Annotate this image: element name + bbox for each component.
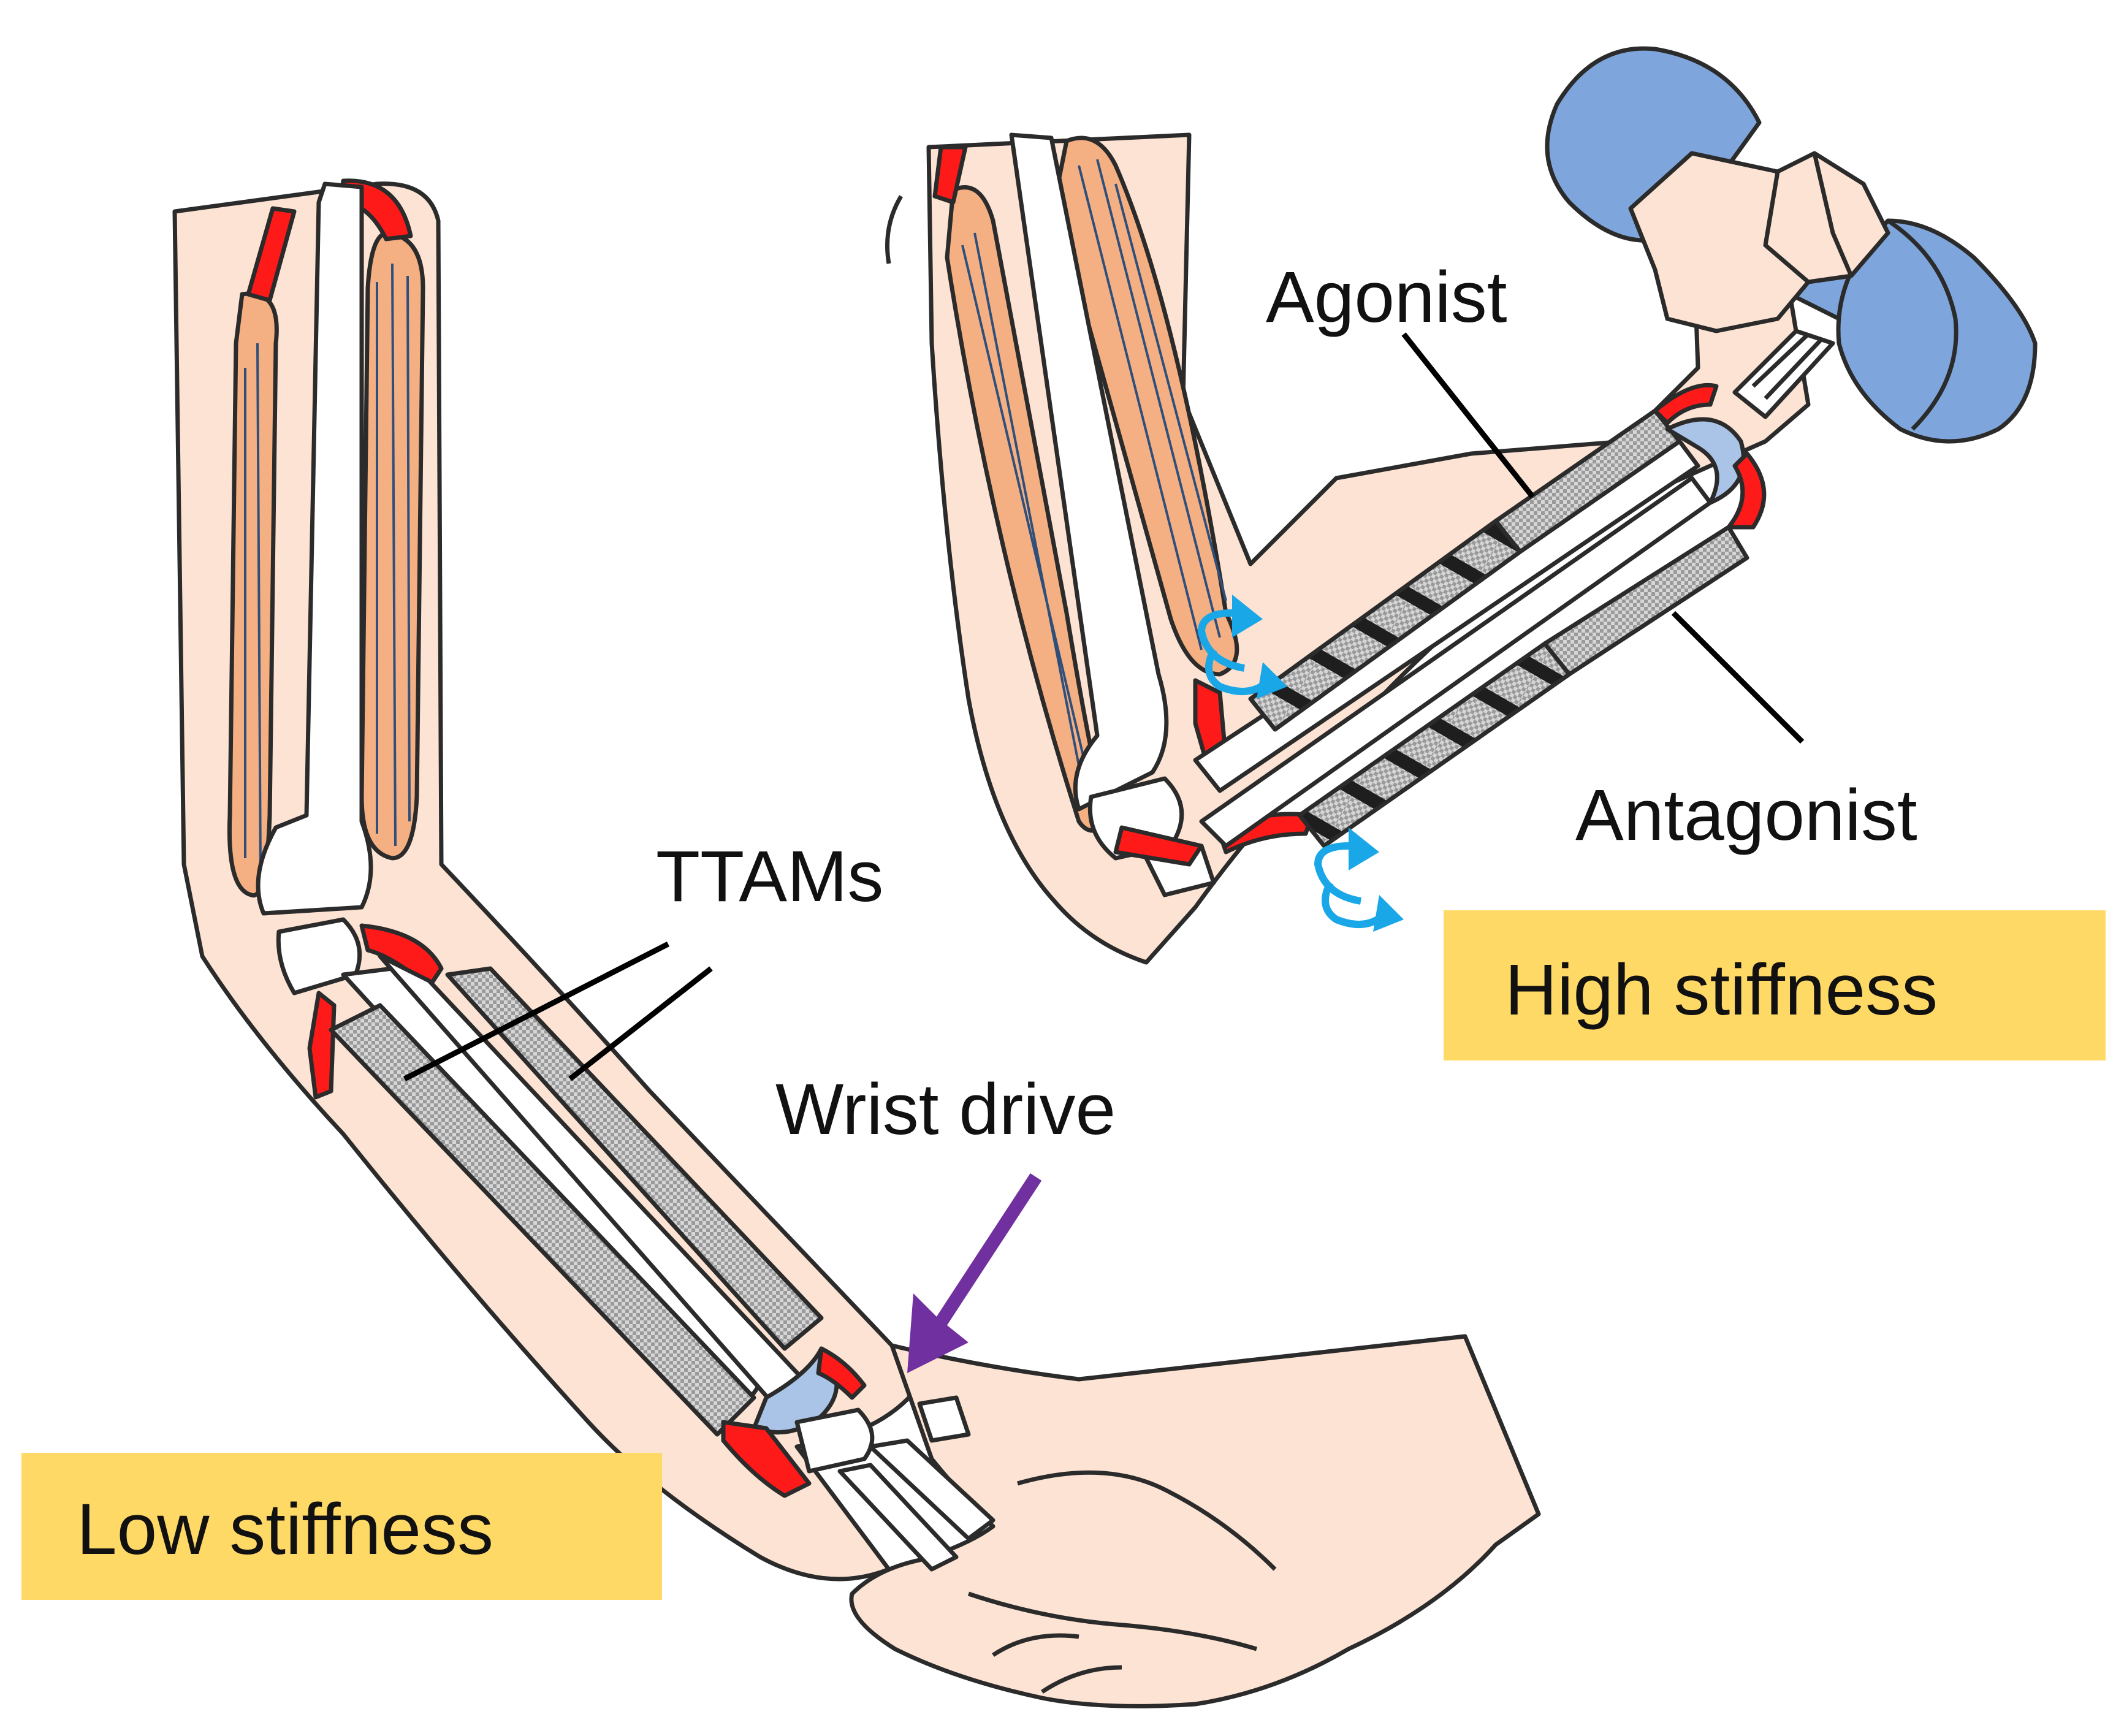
left-carpal xyxy=(794,1407,875,1474)
left-biceps xyxy=(227,291,279,898)
right-antagonist-coil xyxy=(1297,641,1572,848)
wrist-drive-label: Wrist drive xyxy=(775,1069,1116,1150)
left-metacarpal-b xyxy=(868,1438,995,1541)
low-stiffness-label: Low stiffness xyxy=(77,1489,493,1570)
left-wrist-tendon xyxy=(721,1420,812,1498)
curved-arrow-icon xyxy=(1314,828,1404,932)
low-stiffness-box xyxy=(21,1453,662,1600)
left-humerus xyxy=(256,181,373,916)
left-ttam-1 xyxy=(329,1003,756,1437)
right-arm xyxy=(885,132,1835,965)
antagonist-label: Antagonist xyxy=(1575,775,1917,856)
left-tendon-top-a xyxy=(246,206,297,303)
left-elbow-tendon-a xyxy=(307,991,337,1100)
right-tendon-top xyxy=(932,145,968,205)
ttams-label: TTAMs xyxy=(656,836,883,917)
left-wrist-cartilage xyxy=(752,1346,839,1435)
arrow-down-left-icon xyxy=(907,1173,1042,1373)
left-metacarpal-a xyxy=(837,1463,959,1572)
high-stiffness-label: High stiffness xyxy=(1505,950,1938,1030)
right-wrist-tendon-a xyxy=(1653,383,1719,425)
curved-arrow-icon xyxy=(1197,595,1287,699)
right-agonist-coil xyxy=(1248,519,1523,732)
left-ttam-2 xyxy=(445,966,824,1351)
right-hand xyxy=(1628,151,1890,333)
high-stiffness-box xyxy=(1444,910,2106,1060)
left-finger-bone xyxy=(917,1395,971,1443)
left-arm xyxy=(172,178,1541,1708)
right-humerus xyxy=(1009,132,1169,812)
left-wrist-tendon-b xyxy=(816,1346,867,1400)
leader-lines xyxy=(403,332,1805,1082)
right-wrist-tendon-b xyxy=(1726,451,1767,530)
right-elbow-tendon-b xyxy=(1113,825,1204,867)
dumbbell-weight-bottom xyxy=(1836,218,2038,444)
agonist-label: Agonist xyxy=(1266,257,1507,338)
